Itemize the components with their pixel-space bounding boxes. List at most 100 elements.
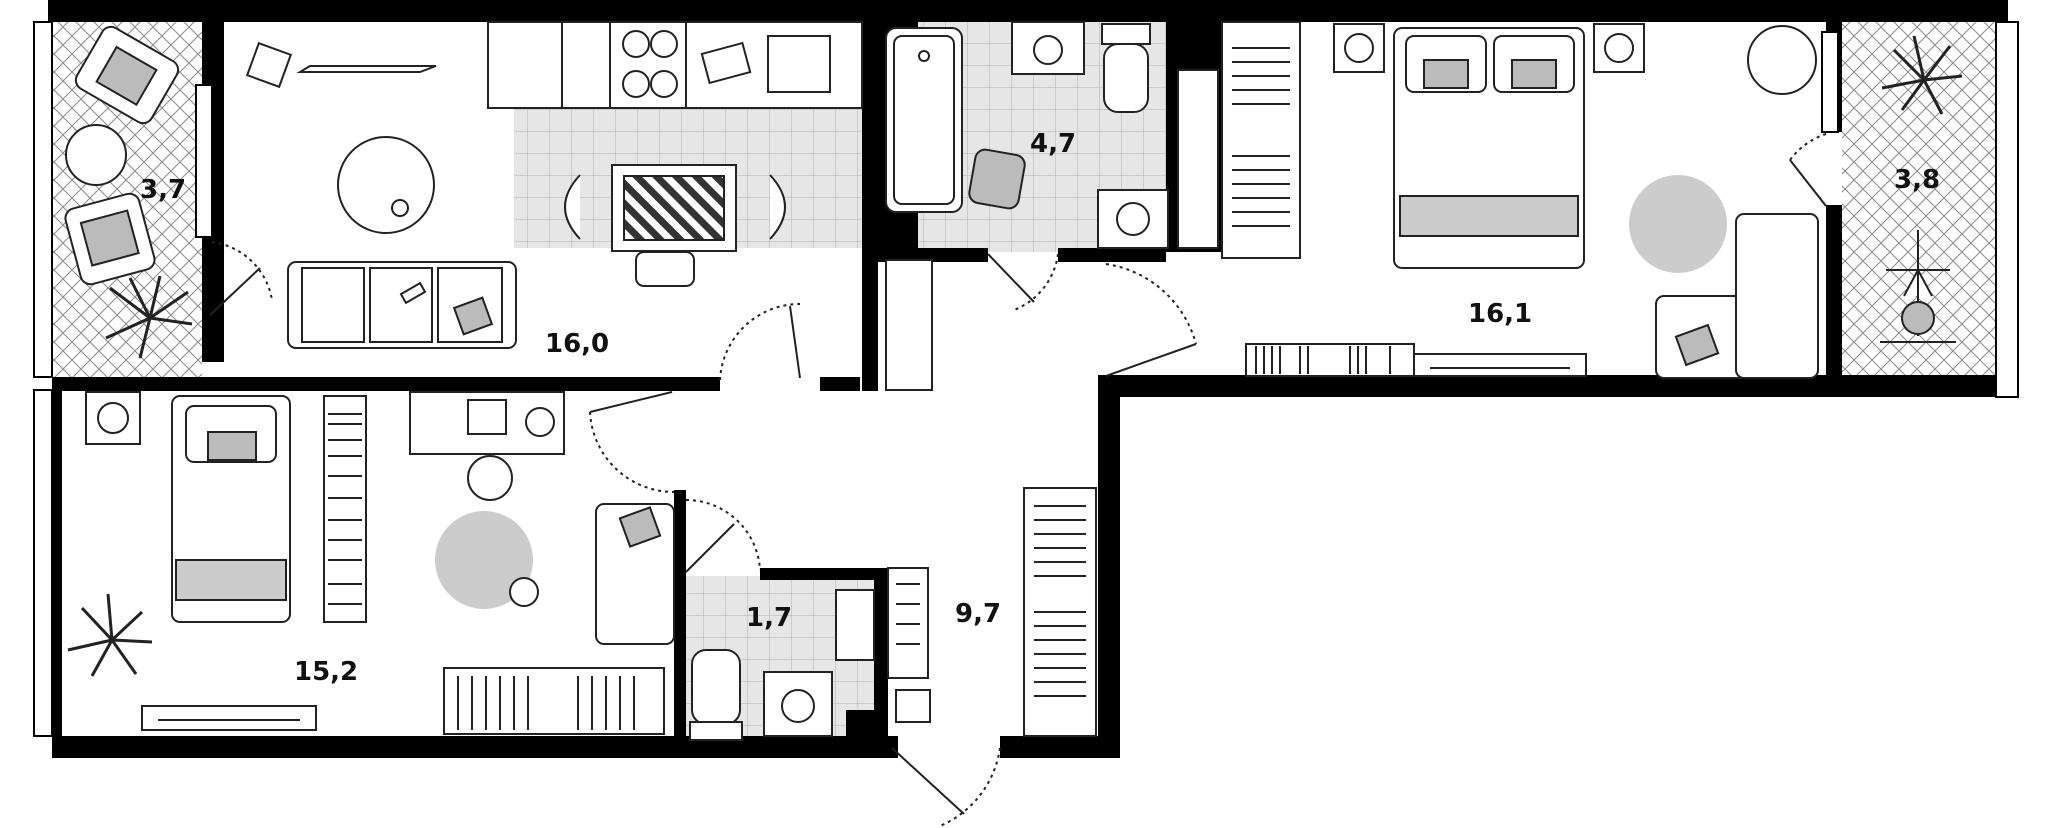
door-entrance [891,747,965,815]
balcony-right-furniture [1880,35,1963,343]
kids-rug [435,511,533,609]
window-balcony-right [1821,31,1839,133]
toilet-furniture [689,589,875,741]
wc-tank [689,721,743,741]
tv-stand [141,705,317,731]
area-label-kids-room: 15,2 [294,657,358,687]
sink [767,35,831,93]
fridge [487,21,563,109]
wardrobe-hangers [457,676,635,730]
bath-sink-bowl [1033,35,1063,65]
bathtub-inner [893,35,955,205]
washing-machine-drum [1116,202,1150,236]
plant-box [245,41,293,89]
dining-chair-bottom [635,251,695,287]
ball-icon [509,577,539,607]
toilet-cabinet [835,589,875,661]
hall-shelf [885,259,933,391]
door-swing [1789,133,1827,161]
laptop [467,399,507,435]
wall-bath-bottom-b [1058,248,1166,262]
sofa-seat [369,267,433,343]
door-swing [589,411,675,494]
bed-pillow-inner [1511,59,1557,89]
tub-drain [918,50,930,62]
dining-table-top [623,175,725,241]
hall-pouf [895,689,931,723]
books [328,413,362,605]
corner-sofa-side [1735,213,1819,379]
stove-burner [650,70,678,98]
bed-blanket [1399,195,1579,237]
wall-toilet-niche [846,710,886,758]
wall-balcony-right-low [1826,205,1842,397]
door-swing [939,747,1001,827]
door-swing [1105,263,1197,345]
wall-bedroom-kids-divider [52,377,62,757]
bath-toilet-tank [1101,23,1151,45]
bedroom-furniture [1221,21,1819,379]
room-labels: 3,7 16,0 4,7 16,1 3,8 15,2 1,7 9,7 [140,129,1940,687]
door-toilet [685,523,735,573]
wc [691,649,741,725]
wall-toilet-top [760,568,884,580]
kids-sofa [595,503,675,645]
wall-kitchen-bottom-a [52,377,720,391]
wall-kitchen-right [862,22,878,391]
kids-room-furniture [67,391,675,735]
kitchen-furniture [245,21,863,349]
bookshelf [1245,343,1415,377]
armchair-cushion [95,45,158,107]
washing-machine [1097,189,1169,249]
door-swing [719,302,801,381]
bicycle-stand-icon [1880,230,1956,343]
windows [33,21,2019,737]
area-label-balcony-left: 3,7 [140,175,186,205]
balcony-table [65,124,127,186]
armchair-cushion [79,209,140,267]
door-balcony-right [1789,159,1827,207]
door-swing [685,498,761,571]
area-label-kitchen-living: 16,0 [545,329,609,359]
door-bathroom [987,253,1035,303]
shoes [896,583,920,645]
plant-icon [1881,35,1963,115]
wc-sink-bowl [781,689,815,723]
door-kids-room [589,391,673,413]
wall-kitchen-bottom-b [820,377,860,391]
bath-toilet [1103,43,1149,113]
dining-chair [769,174,786,240]
pillow [452,296,494,336]
bookshelf [323,395,367,623]
wall-hall-right [1098,375,1120,758]
hallway-furniture [885,259,1097,737]
wall-bottom-hall [1000,736,1118,758]
bath-cabinet [1177,69,1219,249]
area-label-bathroom: 4,7 [1030,129,1076,159]
round-rug [337,136,435,234]
desk-chair [467,455,513,501]
nightstand-lamp [1604,33,1634,63]
wall-left-bottom [52,736,898,758]
tv-stand [1413,353,1587,377]
desk-lamp [525,407,555,437]
stove-burner [650,30,678,58]
wall-toilet-left [674,490,686,758]
wall-top-right [880,0,1996,22]
dining-chair [564,174,581,240]
wall-bath-bottom-a [878,248,988,262]
door-swing [1013,253,1059,311]
area-label-hallway: 9,7 [955,599,1001,629]
door-swing [211,241,273,301]
bathroom-furniture [885,21,1219,249]
nightstand-lamp [1344,33,1374,63]
bedroom-rug [1629,175,1727,273]
bed-pillow-inner [207,431,257,461]
bed-blanket [175,559,287,601]
window-left-lower [33,389,53,737]
bicycle-wheel [1901,301,1935,335]
phone [399,281,427,305]
door-kitchen [789,305,801,379]
bedroom-table [1747,25,1817,95]
